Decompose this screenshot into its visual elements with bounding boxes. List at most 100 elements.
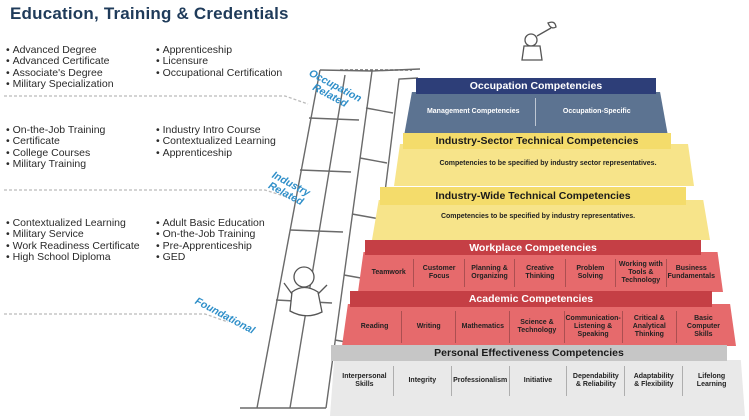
academic-cells: Reading Writing Mathematics Science &Techno… — [348, 311, 730, 343]
competency-cell: Professionalism — [452, 366, 510, 396]
occupation-tier-header: Occupation Competencies — [416, 78, 656, 94]
academic-tier-header: Academic Competencies — [350, 291, 712, 307]
list-item: Contextualized Learning — [6, 217, 140, 229]
page-title: Education, Training & Credentials — [10, 4, 289, 23]
competency-cell-line: Integrity — [408, 377, 437, 384]
personal-tier-title: Personal Effectiveness Competencies — [434, 347, 624, 359]
academic-tier-title: Academic Competencies — [468, 293, 594, 305]
list-item: Military Training — [6, 158, 105, 170]
competency-cell-line: Basic — [694, 315, 713, 322]
list-low-left: Contextualized LearningMilitary ServiceW… — [6, 217, 140, 264]
list-item: Apprenticeship — [156, 147, 276, 159]
list-low-right: Adult Basic EducationOn-the-Job Training… — [156, 217, 265, 264]
list-item: Apprenticeship — [156, 44, 282, 56]
competency-cell-line: Fundamentals — [667, 273, 715, 280]
list-item: Contextualized Learning — [156, 135, 276, 147]
industry-wide-tier-body — [372, 200, 710, 240]
competency-cell-line: Communication- — [565, 315, 621, 322]
competency-cell-line: Interpersonal — [342, 373, 387, 380]
list-item: Military Specialization — [6, 78, 114, 90]
occupation-tier-title: Occupation Competencies — [469, 80, 603, 92]
competency-cell: Integrity — [394, 366, 452, 396]
competency-cell: Writing — [402, 311, 457, 343]
occupation-cells: Management Competencies Occupation-Speci… — [412, 98, 658, 126]
competency-cell: Teamwork — [364, 259, 415, 287]
competency-cell-line: Computer — [686, 323, 720, 330]
competency-cell-line: Problem — [576, 265, 605, 272]
competency-cell-line: Initiative — [523, 377, 553, 384]
climber-figure-bottom — [283, 266, 328, 317]
cell-management-competencies: Management Competencies — [412, 98, 536, 126]
list-item: Certificate — [6, 135, 105, 147]
competency-cell: Dependability& Reliability — [567, 366, 626, 396]
competency-cell-line: Customer — [422, 265, 456, 272]
competency-cell-line: Listening & — [574, 323, 613, 330]
competency-cell-line: Working with — [618, 261, 663, 268]
competency-cell-line: Reading — [360, 323, 389, 330]
industry-sector-tier-header: Industry-Sector Technical Competencies — [403, 133, 671, 149]
competency-cell-line: Analytical — [632, 323, 666, 330]
list-top-left: Advanced DegreeAdvanced CertificateAssoc… — [6, 44, 114, 91]
competency-cell-line: Critical & — [633, 315, 665, 322]
competency-cell-line: Speaking — [577, 331, 609, 338]
list-item: Adult Basic Education — [156, 217, 265, 229]
workplace-tier-header: Workplace Competencies — [365, 240, 701, 255]
competency-cell-line: Learning — [696, 381, 727, 388]
academic-tier-body — [342, 304, 736, 346]
competency-cell: Reading — [348, 311, 403, 343]
list-item: Pre-Apprenticeship — [156, 240, 265, 252]
competency-cell-line: Lifelong — [697, 373, 726, 380]
industry-wide-tier-header: Industry-Wide Technical Competencies — [380, 187, 686, 205]
industry-wide-note: Competencies to be specified by industry… — [440, 213, 636, 220]
industry-sector-tier-title: Industry-Sector Technical Competencies — [435, 135, 639, 147]
competency-cell-line: Mathematics — [461, 323, 505, 330]
occupation-tier-body — [404, 92, 668, 136]
competency-cell-line: Technology — [517, 327, 557, 334]
competency-cell-line: Solving — [577, 273, 604, 280]
list-item: On-the-Job Training — [156, 228, 265, 240]
competency-cell-line: Planning & — [471, 265, 508, 272]
list-item: High School Diploma — [6, 251, 140, 263]
competency-cell-line: Skills — [355, 381, 374, 388]
competency-cell-line: & Reliability — [575, 381, 616, 388]
competency-cell: Adaptability& Flexibility — [625, 366, 684, 396]
competency-cell-line: Tools & Technology — [621, 269, 661, 284]
competency-cell-line: & Flexibility — [634, 381, 674, 388]
workplace-tier-title: Workplace Competencies — [469, 241, 597, 254]
personal-tier-header: Personal Effectiveness Competencies — [331, 345, 727, 361]
list-item: GED — [156, 251, 265, 263]
list-mid-left: On-the-Job TrainingCertificateCollege Co… — [6, 124, 106, 171]
list-item: Work Readiness Certificate — [6, 240, 140, 252]
industry-wide-tier-title: Industry-Wide Technical Competencies — [435, 190, 631, 202]
list-top-right: ApprenticeshipLicensureOccupational Cert… — [156, 44, 283, 79]
list-mid-right: Industry Intro CourseContextualized Lear… — [156, 124, 276, 159]
workplace-tier-body — [358, 252, 723, 292]
competency-cell-line: Writing — [416, 323, 441, 330]
competency-cell-line: Business — [675, 265, 707, 272]
list-item: Associate's Degree — [6, 67, 114, 79]
competency-cell-line: Focus — [428, 273, 450, 280]
competency-cell-line: Dependability — [572, 373, 619, 380]
competency-cell-line: Adaptability — [633, 373, 674, 380]
list-item: College Courses — [6, 147, 105, 159]
competency-cell-line: Thinking — [525, 273, 555, 280]
list-item: Advanced Degree — [6, 44, 114, 56]
list-item: On-the-Job Training — [6, 124, 106, 136]
competency-cell: Initiative — [510, 366, 568, 396]
competency-cell-line: Thinking — [634, 331, 664, 338]
competency-cell: Science &Technology — [510, 311, 565, 343]
competency-cell-line: Organizing — [471, 273, 508, 280]
climber-figure-top — [521, 21, 557, 61]
competency-cell-line: Professionalism — [453, 377, 508, 384]
industry-sector-tier-body — [394, 144, 694, 186]
